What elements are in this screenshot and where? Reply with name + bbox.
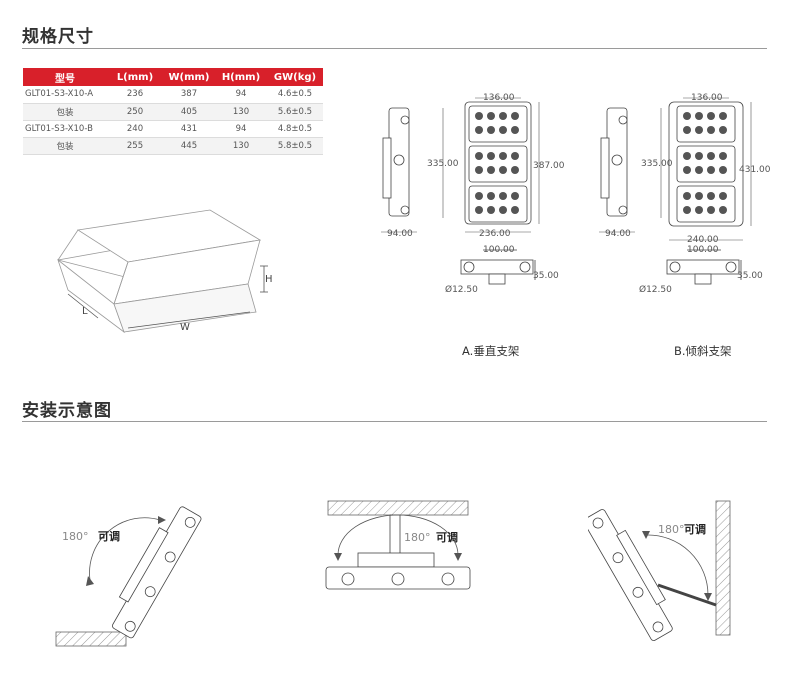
- table-cell: 130: [215, 137, 267, 155]
- table-cell: 5.8±0.5: [267, 137, 323, 155]
- view-b-hole-diameter: Ø12.50: [639, 284, 672, 295]
- wall-mount-adjustable-label: 可调: [684, 522, 706, 536]
- col-header-weight: GW(kg): [267, 68, 323, 86]
- view-b-top-width: 136.00: [691, 93, 723, 103]
- box-dim-l-label: L: [82, 306, 88, 317]
- view-a-bottom-width: 236.00: [479, 229, 511, 239]
- install-section-divider: [22, 421, 767, 422]
- spec-table-header: 型号 L(mm) W(mm) H(mm) GW(kg): [23, 68, 323, 86]
- install-section-title: 安装示意图: [22, 401, 112, 421]
- col-header-height: H(mm): [215, 68, 267, 86]
- table-cell: 4.8±0.5: [267, 120, 323, 138]
- table-cell: 130: [215, 103, 267, 121]
- table-cell: 94: [215, 120, 267, 138]
- floor-mount-adjustable-label: 可调: [98, 529, 120, 543]
- wall-mount-angle: 180°: [658, 523, 685, 536]
- packaging-box-diagram: H L W: [57, 209, 273, 334]
- table-cell: 387: [163, 86, 215, 104]
- view-a-bracket-width: 100.00: [483, 245, 515, 255]
- table-cell: 255: [107, 137, 163, 155]
- view-b-height-left: 335.00: [641, 159, 673, 169]
- col-header-model: 型号: [23, 68, 107, 86]
- view-b-caption: B.倾斜支架: [674, 344, 732, 358]
- table-cell: 250: [107, 103, 163, 121]
- col-header-width: W(mm): [163, 68, 215, 86]
- table-cell: GLT01-S3-X10-A: [23, 86, 107, 104]
- view-a-bracket-height: 35.00: [533, 271, 559, 281]
- table-row: GLT01-S3-X10-B 240 431 94 4.8±0.5: [23, 120, 323, 138]
- view-b-height-right: 431.00: [739, 165, 770, 175]
- table-cell: 5.6±0.5: [267, 103, 323, 121]
- view-b-bottom-width: 240.00: [687, 235, 719, 245]
- table-cell: 94: [215, 86, 267, 104]
- table-cell: 431: [163, 120, 215, 138]
- table-cell: 4.6±0.5: [267, 86, 323, 104]
- vertical-bracket-drawing: 94.00 136.00 335.00 387.00 236.00 100.00…: [381, 93, 565, 295]
- table-cell: 包装: [23, 137, 107, 155]
- ceiling-mount-diagram: 180° 可调: [325, 500, 471, 590]
- box-dim-h-label: H: [265, 274, 273, 285]
- floor-mount-angle: 180°: [62, 530, 89, 543]
- view-a-hole-diameter: Ø12.50: [445, 284, 478, 295]
- view-a-height-left: 335.00: [427, 159, 459, 169]
- box-dim-w-label: W: [180, 322, 190, 333]
- table-cell: 236: [107, 86, 163, 104]
- spec-section-title: 规格尺寸: [22, 27, 94, 47]
- table-cell: 445: [163, 137, 215, 155]
- view-b-side-depth: 94.00: [605, 229, 631, 239]
- ceiling-mount-angle: 180°: [404, 531, 431, 544]
- floor-mount-diagram: 180° 可调: [55, 506, 202, 647]
- table-row: 包装 255 445 130 5.8±0.5: [23, 137, 323, 155]
- ceiling-mount-adjustable-label: 可调: [436, 530, 458, 544]
- tilted-bracket-drawing: 94.00 136.00 335.00 431.00 240.00 100.00…: [599, 93, 770, 295]
- table-cell: 240: [107, 120, 163, 138]
- table-cell: 包装: [23, 103, 107, 121]
- view-b-bracket-width: 100.00: [687, 245, 719, 255]
- wall-mount-diagram: 180° 可调: [588, 500, 731, 641]
- view-a-top-width: 136.00: [483, 93, 515, 103]
- table-cell: 405: [163, 103, 215, 121]
- table-row: GLT01-S3-X10-A 236 387 94 4.6±0.5: [23, 86, 323, 104]
- table-row: 包装 250 405 130 5.6±0.5: [23, 103, 323, 121]
- view-a-side-depth: 94.00: [387, 229, 413, 239]
- view-a-caption: A.垂直支架: [462, 344, 520, 358]
- view-b-bracket-height: 35.00: [737, 271, 763, 281]
- table-cell: GLT01-S3-X10-B: [23, 120, 107, 138]
- spec-table: 型号 L(mm) W(mm) H(mm) GW(kg) GLT01-S3-X10…: [23, 68, 323, 155]
- view-a-height-right: 387.00: [533, 161, 565, 171]
- col-header-length: L(mm): [107, 68, 163, 86]
- spec-section-divider: [22, 48, 767, 49]
